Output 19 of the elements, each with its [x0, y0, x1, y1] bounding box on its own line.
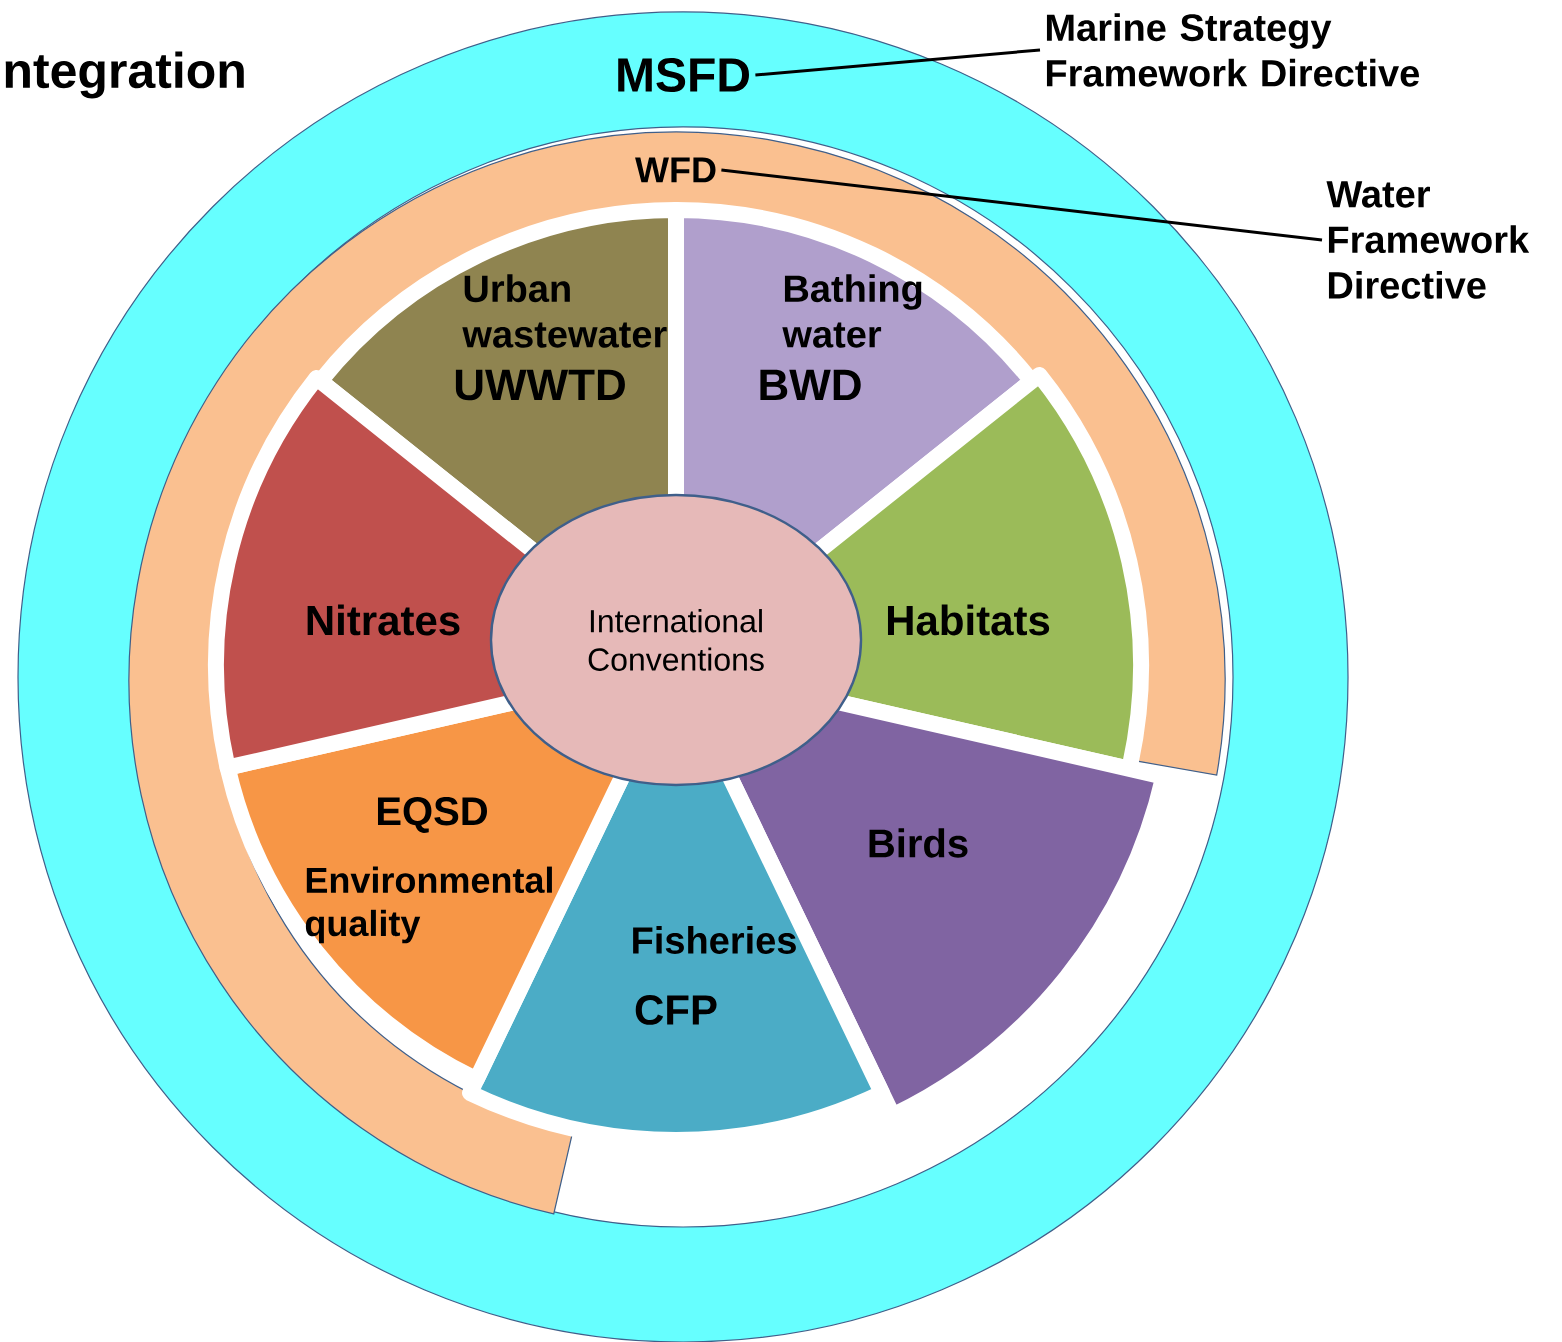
segment-label: BWD	[760, 369, 861, 401]
segment-label: Birds	[869, 828, 968, 858]
segment-label: Nitrates	[307, 604, 460, 636]
segment-label: Environmental quality	[305, 866, 552, 944]
centre-label: International Conventions	[588, 609, 764, 671]
heading-fragment: ntegration	[5, 51, 244, 99]
segment-label: EQSD	[378, 797, 487, 833]
callout-text: Marine Strategy Framework Directive	[1046, 13, 1419, 87]
leader-line	[755, 48, 1041, 77]
segment-label: Habitats	[888, 604, 1050, 636]
callout-text: Water Framework Directive	[1326, 181, 1530, 299]
ring-label: WFD	[635, 157, 716, 183]
segment-label: Fisheries	[633, 926, 796, 954]
segment-label: Urban wastewater	[462, 274, 667, 348]
segment-label: Bathing water	[782, 274, 922, 348]
leader-line	[721, 168, 1323, 242]
segment-label: CFP	[635, 995, 717, 1025]
ring-label: MSFD	[618, 58, 749, 92]
segment-label: UWWTD	[455, 369, 625, 401]
